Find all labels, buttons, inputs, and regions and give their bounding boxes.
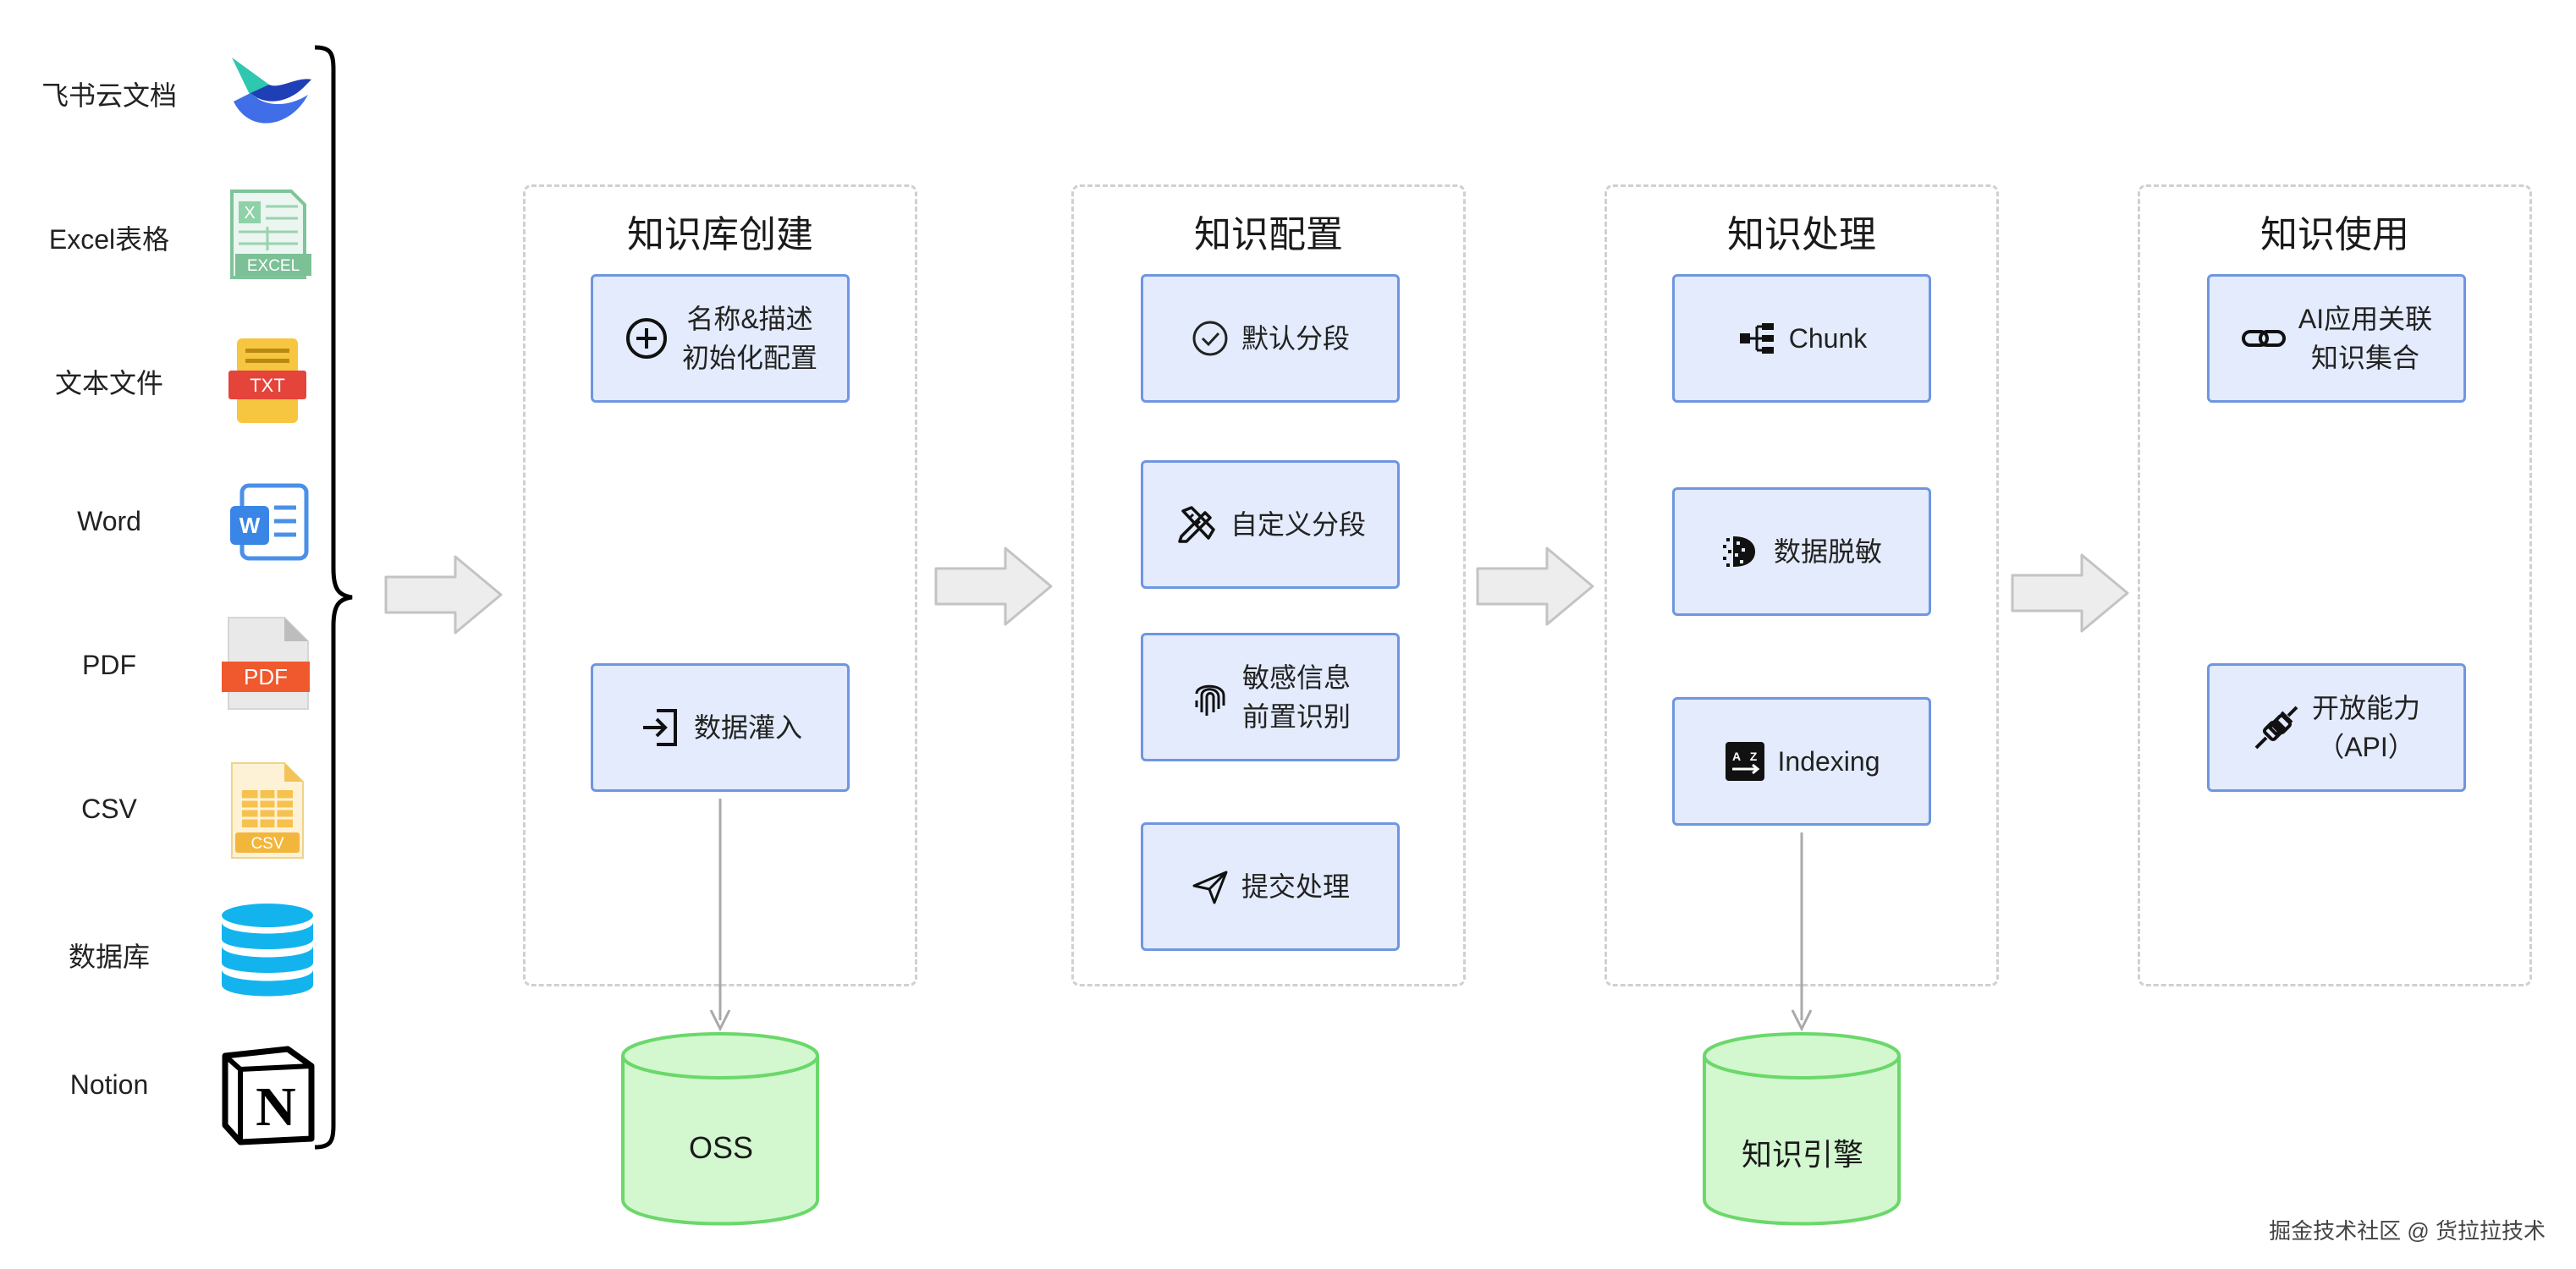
notion-icon: N	[222, 1046, 315, 1145]
flow-arrow-4	[2011, 553, 2129, 633]
node-text: 自定义分段	[1230, 508, 1366, 540]
node-data-masking: 数据脱敏	[1672, 487, 1931, 616]
dissolve-icon	[1722, 536, 1755, 567]
svg-text:A: A	[1731, 750, 1740, 763]
svg-text:N: N	[256, 1076, 296, 1138]
source-label-txt: 文本文件	[54, 368, 163, 398]
stage-title: 知识使用	[2260, 214, 2409, 255]
knowledge-engine-label: 知识引擎	[1741, 1137, 1863, 1172]
source-label-feishu: 飞书云文档	[41, 80, 177, 111]
node-open-api: 开放能力 （API）	[2207, 663, 2466, 792]
pencil-ruler-icon	[1178, 506, 1215, 543]
oss-label: OSS	[688, 1130, 754, 1165]
csv-icon: CSV	[231, 762, 304, 859]
node-text: Indexing	[1777, 745, 1880, 777]
node-text: Chunk	[1788, 322, 1868, 354]
plug-icon	[2254, 706, 2298, 750]
svg-text:PDF: PDF	[244, 664, 288, 689]
pdf-icon: PDF	[222, 617, 310, 710]
knowledge-engine-cylinder	[1703, 1032, 1901, 1226]
fingerprint-icon	[1195, 684, 1225, 716]
svg-text:EXCEL: EXCEL	[247, 257, 300, 275]
node-text: 开放能力 （API）	[2311, 692, 2420, 762]
stage-title: 知识处理	[1727, 214, 1876, 255]
node-submit-processing: 提交处理	[1141, 822, 1400, 951]
flow-arrow-3	[1476, 547, 1594, 626]
node-text: 数据脱敏	[1773, 536, 1882, 567]
word-icon: W	[230, 483, 309, 561]
link-icon	[2241, 330, 2286, 347]
oss-cylinder	[621, 1032, 819, 1226]
curly-brace	[314, 45, 353, 1150]
connector-import-oss	[709, 799, 731, 1032]
send-icon	[1192, 871, 1228, 904]
node-chunk: Chunk	[1672, 274, 1931, 403]
source-label-word: Word	[77, 506, 141, 536]
check-circle-icon	[1192, 321, 1228, 356]
feishu-docs-icon	[232, 58, 311, 124]
stage-knowledge-config: 知识配置	[1071, 184, 1466, 986]
svg-text:W: W	[239, 513, 261, 538]
plus-circle-icon	[625, 318, 667, 359]
source-label-csv: CSV	[81, 794, 137, 824]
svg-text:TXT: TXT	[250, 375, 285, 396]
source-label-notion: Notion	[69, 1069, 149, 1100]
az-sort-icon: A Z	[1725, 742, 1764, 781]
node-data-import: 数据灌入	[591, 663, 850, 792]
node-ai-app-link: AI应用关联 知识集合	[2207, 274, 2466, 403]
flow-arrow-2	[934, 547, 1053, 626]
node-text: 默认分段	[1241, 322, 1350, 354]
node-text: 名称&描述 初始化配置	[681, 303, 817, 373]
source-label-database: 数据库	[68, 942, 150, 972]
node-custom-segmentation: 自定义分段	[1141, 460, 1400, 589]
svg-text:Z: Z	[1749, 750, 1757, 763]
stage-title: 知识库创建	[627, 214, 813, 255]
node-text: 敏感信息 前置识别	[1241, 662, 1351, 732]
stage-title: 知识配置	[1194, 214, 1343, 255]
database-icon	[222, 904, 313, 997]
connector-indexing-engine	[1791, 832, 1813, 1032]
flow-arrow-1	[384, 555, 503, 634]
stage-knowledge-usage: 知识使用	[2138, 184, 2532, 986]
source-label-excel: Excel表格	[48, 224, 170, 255]
source-label-pdf: PDF	[82, 650, 136, 680]
node-text: 提交处理	[1241, 871, 1350, 902]
txt-file-icon: TXT	[228, 338, 306, 423]
node-default-segmentation: 默认分段	[1141, 274, 1400, 403]
node-sensitive-info: 敏感信息 前置识别	[1141, 633, 1400, 761]
import-icon	[642, 709, 677, 746]
node-indexing: A Z Indexing	[1672, 697, 1931, 826]
excel-icon: X EXCEL	[230, 190, 311, 279]
footer-credit: 掘金技术社区 @ 货拉拉技术	[2269, 1218, 2546, 1244]
svg-text:X: X	[244, 204, 255, 222]
node-text: 数据灌入	[693, 711, 802, 743]
node-name-description: 名称&描述 初始化配置	[591, 274, 850, 403]
node-text: AI应用关联 知识集合	[2298, 303, 2433, 373]
tree-split-icon	[1739, 323, 1774, 354]
svg-text:CSV: CSV	[250, 835, 283, 853]
